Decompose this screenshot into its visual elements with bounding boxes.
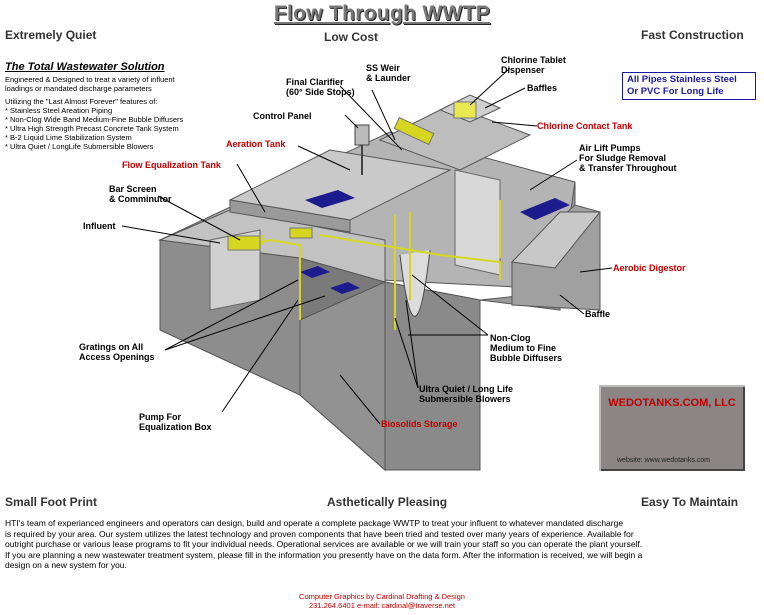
clarifier-cone xyxy=(399,249,431,317)
pipes-note: All Pipes Stainless Steel Or PVC For Lon… xyxy=(622,72,756,100)
label-line: Equalization Box xyxy=(139,422,212,432)
label-pump: Pump For Equalization Box xyxy=(139,412,212,432)
label-control-panel: Control Panel xyxy=(253,111,312,121)
paragraph-line: design on a new system for you. xyxy=(5,560,127,571)
label-aeration-tank: Aeration Tank xyxy=(226,139,286,149)
label-aerobic-digestor: Aerobic Digestor xyxy=(613,263,686,273)
label-influent: Influent xyxy=(83,221,116,231)
label-line: Submersible Blowers xyxy=(419,394,511,404)
aeration-roof-edge xyxy=(229,199,351,233)
feature-easy-to-maintain: Easy To Maintain xyxy=(641,495,739,509)
leader-lines xyxy=(121,67,613,425)
label-line: For Sludge Removal xyxy=(579,153,667,163)
label-biosolids: Biosolids Storage xyxy=(381,419,458,429)
solution-feature: * B-2 Liquid Lime Stabilization System xyxy=(5,133,132,142)
clarifier-top xyxy=(378,104,532,171)
solution-intro-line: loadings or mandated discharge parameter… xyxy=(5,84,152,93)
grating xyxy=(300,266,330,278)
label-line: Gratings on All xyxy=(79,342,144,352)
label-line: Pump For xyxy=(139,412,181,422)
pipes-note-line: All Pipes Stainless Steel xyxy=(627,74,737,85)
label-ultra-quiet: Ultra Quiet / Long Life Submersible Blow… xyxy=(419,384,513,404)
grating xyxy=(520,198,570,220)
label-baffle: Baffle xyxy=(585,309,611,319)
description-paragraph: HTI's team of experianced engineers and … xyxy=(5,518,760,571)
paragraph-line: HTI's team of experianced engineers and … xyxy=(5,518,624,528)
solution-intro-line: Engineered & Designed to treat a variety… xyxy=(5,75,175,84)
influent-pipe xyxy=(289,227,313,239)
solution-feature: * Ultra Quiet / LongLife Submersible Blo… xyxy=(5,142,154,151)
label-final-clarifier: Final Clarifier (60° Side Stops) xyxy=(286,77,355,97)
solution-heading: The Total Wastewater Solution xyxy=(5,61,165,73)
solution-feature: * Stainless Steel Areation Piping xyxy=(5,106,113,115)
label-bar-screen: Bar Screen & Comminutor xyxy=(109,184,172,204)
equalization-box-top xyxy=(158,209,386,283)
pipes-note-line: Or PVC For Long Life xyxy=(627,86,724,97)
label-chlorine-tablet: Chlorine Tablet Dispenser xyxy=(501,55,566,75)
page-title: Flow Through WWTP xyxy=(273,2,491,25)
paragraph-line: outright purchase or various lease progr… xyxy=(5,539,643,550)
label-air-lift: Air Lift Pumps For Sludge Removal & Tran… xyxy=(579,143,677,173)
control-panel xyxy=(354,124,370,146)
label-line: Final Clarifier xyxy=(286,77,344,87)
label-non-clog: Non-Clog Medium to Fine Bubble Diffusers xyxy=(490,333,562,363)
label-baffles: Baffles xyxy=(527,83,558,93)
aerobic-digestor-top xyxy=(510,211,602,269)
label-line: Ultra Quiet / Long Life xyxy=(419,384,513,394)
label-line: & Transfer Throughout xyxy=(579,163,677,173)
company-box: WEDOTANKS.COM, LLC website: www.wedotank… xyxy=(599,385,745,471)
solution-feature: * Non-Clog Wide Band Medium-Fine Bubble … xyxy=(5,115,184,124)
footer-credits: Computer Graphics by Cardinal Drafting &… xyxy=(0,592,764,610)
label-line: Chlorine Tablet xyxy=(501,55,566,65)
feature-fast-construction: Fast Construction xyxy=(641,28,744,42)
feature-low-cost: Low Cost xyxy=(324,30,378,44)
label-ss-weir: SS Weir & Launder xyxy=(366,63,411,83)
label-line: & Comminutor xyxy=(109,194,172,204)
label-line: Bar Screen xyxy=(109,184,157,194)
label-line: Access Openings xyxy=(79,352,155,362)
footer-line: Computer Graphics by Cardinal Drafting &… xyxy=(299,592,465,601)
label-gratings: Gratings on All Access Openings xyxy=(79,342,155,362)
paragraph-line: is required by your area. Our system uti… xyxy=(5,528,634,539)
label-line: (60° Side Stops) xyxy=(286,87,355,97)
company-name: WEDOTANKS.COM, LLC xyxy=(608,397,736,409)
solution-utilizing: Utilizing the "Last Almost Forever" feat… xyxy=(5,97,158,106)
label-line: & Launder xyxy=(366,73,411,83)
label-flow-equalization: Flow Equalization Tank xyxy=(122,160,221,170)
label-line: Dispenser xyxy=(501,65,545,75)
feature-asthetically-pleasing: Asthetically Pleasing xyxy=(327,495,448,509)
grating xyxy=(305,190,355,208)
label-line: Medium to Fine xyxy=(490,343,556,353)
label-chlorine-contact: Chlorine Contact Tank xyxy=(537,121,633,131)
aeration-piping xyxy=(229,200,501,330)
label-line: SS Weir xyxy=(366,63,400,73)
label-line: Bubble Diffusers xyxy=(490,353,563,363)
label-line: Non-Clog xyxy=(490,333,531,343)
biosolids-front xyxy=(384,281,481,471)
paragraph-line: If you are planning a new wastewater tre… xyxy=(5,549,643,560)
feature-small-foot-print: Small Foot Print xyxy=(5,495,98,509)
ss-weir xyxy=(393,116,435,146)
solution-feature: * Ultra High Strength Precast Concrete T… xyxy=(5,124,179,133)
company-website: website: www.wedotanks.com xyxy=(617,457,710,464)
solution-intro: Engineered & Designed to treat a variety… xyxy=(5,75,183,151)
grating xyxy=(330,282,360,294)
chlorine-tablet-dispenser xyxy=(453,101,477,119)
label-line: Air Lift Pumps xyxy=(579,143,641,153)
feature-extremely-quiet: Extremely Quiet xyxy=(5,28,97,42)
bar-screen-comminutor xyxy=(227,235,261,251)
footer-line: 231.264.6401 e-mail: cardinal@traverse.n… xyxy=(308,601,456,610)
